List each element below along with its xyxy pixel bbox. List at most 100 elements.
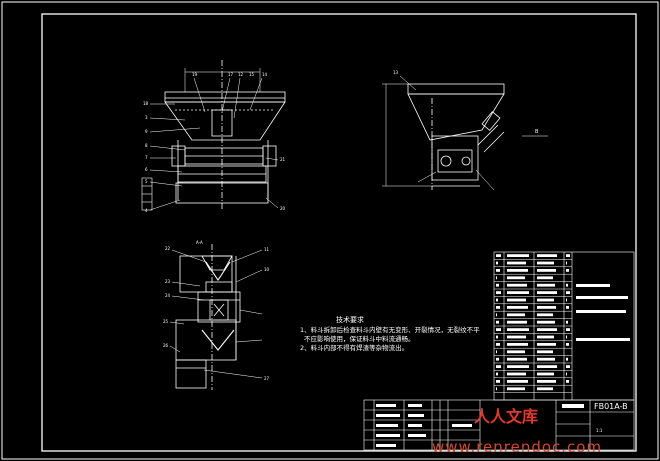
parts-list-rows [494,259,572,393]
parts-cell-entry [566,380,569,383]
parts-cell-entry [537,313,553,317]
balloon-14: 14 [262,72,268,77]
parts-cell-entry [537,350,553,354]
parts-cell-entry [507,283,527,287]
parts-cell-entry [496,291,501,294]
parts-cell-entry [496,350,497,354]
tech-heading: 技术要求 [336,315,364,324]
side-view [407,83,505,190]
balloon-3: 3 [145,115,148,120]
parts-cell-entry [507,380,528,383]
parts-cell-entry [537,254,557,257]
balloon-20: 20 [280,206,286,211]
parts-cell-entry [496,320,499,324]
parts-cell-entry [537,357,555,361]
balloon-21: 21 [280,157,286,162]
parts-cell-entry [537,283,555,287]
title-block [363,399,635,451]
parts-cell-entry [537,306,556,309]
tech-line-3: 2、料斗内部不得有焊渣等杂物流出。 [300,343,408,352]
parts-cell-entry [496,298,498,302]
parts-cell-entry [496,335,498,339]
drawing-number: FB01A-B [594,402,628,411]
parts-cell-entry [507,343,528,346]
parts-cell-entry [566,254,570,257]
balloon-10: 10 [264,267,270,272]
parts-cell-entry [507,387,525,391]
parts-cell-entry [566,372,567,376]
front-view [164,60,286,210]
parts-cell-entry [537,343,556,346]
parts-cell-entry [537,372,554,376]
side-view-dimension [382,75,548,191]
parts-cell-entry [507,320,527,324]
parts-cell-entry [537,269,556,272]
parts-cell-entry [496,380,500,383]
parts-cell-entry [496,261,498,265]
balloon-22: 22 [165,246,171,251]
parts-cell-entry [537,335,554,339]
parts-cell-entry [507,291,529,294]
parts-cell-entry [566,298,567,302]
parts-cell-entry [537,291,557,294]
parts-cell-entry [496,372,498,376]
parts-cell-entry [496,328,501,331]
parts-cell-entry [566,335,567,339]
section-label-b: B [535,129,539,135]
front-view-leaders [149,77,279,211]
parts-cell-entry [507,350,525,354]
balloon-11: 11 [264,247,270,252]
parts-cell-entry [566,343,569,346]
parts-cell-entry [537,298,554,302]
parts-cell-entry [507,328,529,331]
parts-cell-entry [496,357,499,361]
parts-cell-entry [496,365,501,368]
parts-cell-entry [507,254,529,257]
scale-note: 1:1 [596,428,603,433]
parts-cell-entry [496,313,497,317]
parts-cell-entry [537,276,553,280]
section-view [175,244,241,390]
parts-cell-entry [496,269,500,272]
balloon-25: 25 [163,319,169,324]
parts-cell-entry [537,387,553,391]
balloon-6: 6 [145,167,148,172]
tech-line-2: 不应影响使用，保证料斗中料流通畅。 [304,334,415,343]
section-leaders [169,249,263,379]
parts-list-entries [496,254,570,391]
parts-cell-entry [566,269,569,272]
parts-list-notes [576,284,630,341]
parts-cell-entry [507,306,528,309]
balloon-17: 17 [228,72,234,77]
parts-cell-entry [566,306,569,309]
parts-cell-entry [566,357,568,361]
watermark-url: www.renrendoc.com [432,438,602,456]
balloon-12: 12 [238,72,244,77]
parts-cell-entry [496,254,501,257]
parts-cell-entry [566,328,570,331]
balloon-27: 27 [264,376,270,381]
parts-cell-entry [566,291,570,294]
balloon-13: 13 [393,70,399,75]
tech-line-1: 1、料斗拆卸后检查料斗内壁有无变形、开裂情况，无裂纹不平 [300,325,480,334]
parts-cell-entry [496,283,499,287]
title-block-text [376,404,584,447]
parts-cell-entry [507,335,526,339]
watermark-cn: 人人文库 [474,407,538,426]
balloon-9: 9 [145,129,148,134]
balloon-7: 7 [145,155,148,160]
balloon-18: 18 [143,101,149,106]
parts-cell-entry [566,365,570,368]
parts-cell-entry [507,357,527,361]
balloon-19: 19 [192,72,198,77]
balloon-5: 5 [145,179,148,184]
parts-cell-entry [537,380,556,383]
parts-cell-entry [507,261,526,265]
inner-frame [41,13,637,452]
parts-cell-entry [496,387,497,391]
front-view-dimension [184,68,261,92]
parts-cell-entry [507,269,528,272]
parts-cell-entry [496,343,500,346]
